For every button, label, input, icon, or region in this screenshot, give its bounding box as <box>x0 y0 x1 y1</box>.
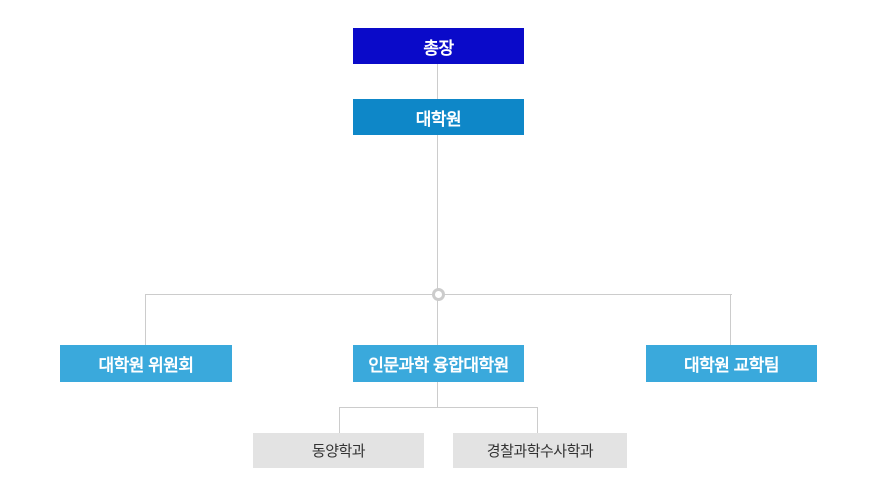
connector-stub-committee <box>145 294 146 345</box>
node-humanities-convergence-gradschool: 인문과학 융합대학원 <box>353 345 524 382</box>
node-graduate-committee: 대학원 위원회 <box>60 345 232 382</box>
connector-stub-team <box>730 294 731 345</box>
node-president: 총장 <box>353 28 524 64</box>
connector-president-gradschool <box>437 64 438 99</box>
connector-gradschool-trunk <box>437 135 438 345</box>
node-dept-police-science: 경찰과학수사학과 <box>453 433 627 468</box>
node-graduate-school: 대학원 <box>353 99 524 135</box>
connector-humanities-trunk <box>437 382 438 408</box>
connector-level4-horizontal <box>340 407 538 408</box>
connector-stub-oriental <box>339 407 340 433</box>
node-dept-oriental-studies: 동양학과 <box>253 433 424 468</box>
node-academic-affairs-team: 대학원 교학팀 <box>646 345 817 382</box>
connector-stub-police <box>537 407 538 433</box>
junction-circle <box>432 288 445 301</box>
